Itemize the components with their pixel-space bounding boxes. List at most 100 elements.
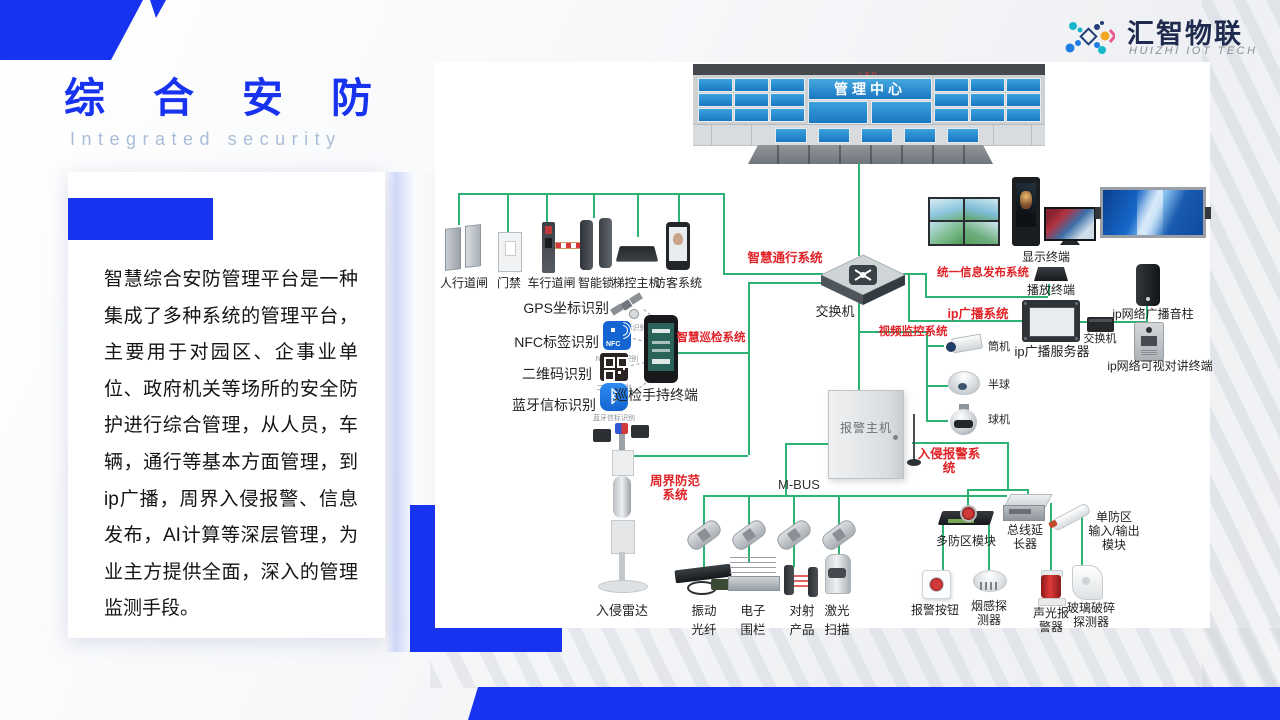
gate-slab [465,224,481,268]
broadcast-server [1022,300,1080,342]
label-cam-1: 半球 [988,379,1010,391]
dome-camera [948,371,980,397]
mz-led [948,519,974,523]
desk-screen [775,128,807,143]
qr-code-icon [600,353,628,381]
led-clamp [1205,207,1211,219]
tv-display [1044,207,1096,246]
connector-line [723,273,823,275]
connector-line [926,420,948,422]
ledge-divider [711,125,712,145]
label-broadcast-server: ip广播服务器 [1014,344,1090,359]
bullet-camera [944,332,984,358]
intercom-terminal [1134,322,1164,361]
connector-line [637,193,639,237]
corner-accent-sliver [150,0,166,18]
qr-square [617,357,628,368]
label-access-4: 梯控主机 [612,276,661,290]
dome-lens [958,383,967,390]
tv-frame [1044,207,1096,241]
laser-scanner [825,554,851,594]
connector-line [1007,442,1009,489]
sl-base [1038,598,1066,606]
visitor-screen [669,227,687,261]
cam-body [950,333,984,354]
console-desk [748,145,993,164]
radar-tube [613,476,631,518]
multi-zone-module [937,505,995,527]
label-access-1: 门禁 [496,276,521,290]
label-patrol-method-3: 蓝牙信标识别 [512,397,596,413]
nfc-text: NFC [606,341,621,348]
logo-name: 汇智物联 [1127,19,1243,49]
label-access-2: 车行道闸 [527,276,576,290]
label-zone-4: 烟感探 测器 [970,599,1007,628]
connector-line [908,273,910,320]
laser-window [828,568,846,578]
video-wall [928,197,1000,246]
label-perimeter-1: 振动 光纤 [691,604,717,637]
bg-stripes-bottom [430,628,1280,688]
label-intercom: ip网络可视对讲终端 [1107,359,1213,373]
connector-line [630,455,748,457]
connector-line [703,495,1007,497]
nfc-icon: NFC [603,321,631,350]
bus-extender [1003,494,1053,521]
smoke-vent [980,582,998,590]
qr-square [604,370,615,381]
wall-screen [934,78,969,92]
pole-screen [545,238,552,248]
connector-line [678,193,680,222]
connector-line [458,193,724,195]
label-zone-2: 单防区 输入/输出 模块 [1088,510,1140,553]
pole-light [545,226,552,234]
lock-handle [599,218,612,268]
radar-base [598,580,648,593]
sat-panel [629,292,643,305]
alarm-button [922,570,951,599]
management-center-building: LED 管理中心 [693,64,1045,164]
label-patrol-method-1: NFC标签识别 [514,334,599,350]
wall-screen [934,108,969,122]
connector-line [723,193,725,273]
device-smart-lock [580,218,612,272]
desk-screen [947,128,979,143]
label-access-5: 访客系统 [653,276,702,290]
kiosk-image [1020,191,1032,209]
connector-line [926,331,928,422]
connector-line [908,320,1022,322]
server-screw [1024,302,1027,305]
radar-box-upper [612,450,634,476]
intro-card [68,172,385,638]
connector-line [988,524,990,572]
qr-square [604,357,615,368]
label-broadcast-switch: 交换机 [1083,333,1117,345]
alarm-host: 报警主机 [828,390,904,479]
label-perimeter-3: 对射 产品 [789,604,815,637]
connector-line [546,193,548,227]
server-screen [1029,307,1075,337]
bluetooth-glyph: ᛒ [608,387,620,407]
wall-screen [934,93,969,107]
led-screen [1103,190,1203,235]
connector-line [925,296,1048,298]
terminal-screen [648,323,674,371]
connector-line [785,443,828,445]
led-flare [1137,190,1163,235]
desk-seams [748,145,993,164]
connector-line [1048,284,1050,296]
label-cam-2: 球机 [988,414,1010,426]
gb-dot [1082,577,1090,585]
wall-screen [970,93,1005,107]
radar-beacon [615,423,628,434]
wall-screen [1006,78,1041,92]
screen-line [652,341,670,344]
cam-lens [946,342,956,352]
wall-screen [698,78,733,92]
label-zone-1: 总线延 长器 [1006,523,1043,552]
beam-post [808,567,818,597]
fence-wire [730,562,776,563]
mgmt-center-label: 管理中心 [808,78,932,100]
sl-body [1041,575,1061,598]
intrusion-radar [585,420,659,595]
